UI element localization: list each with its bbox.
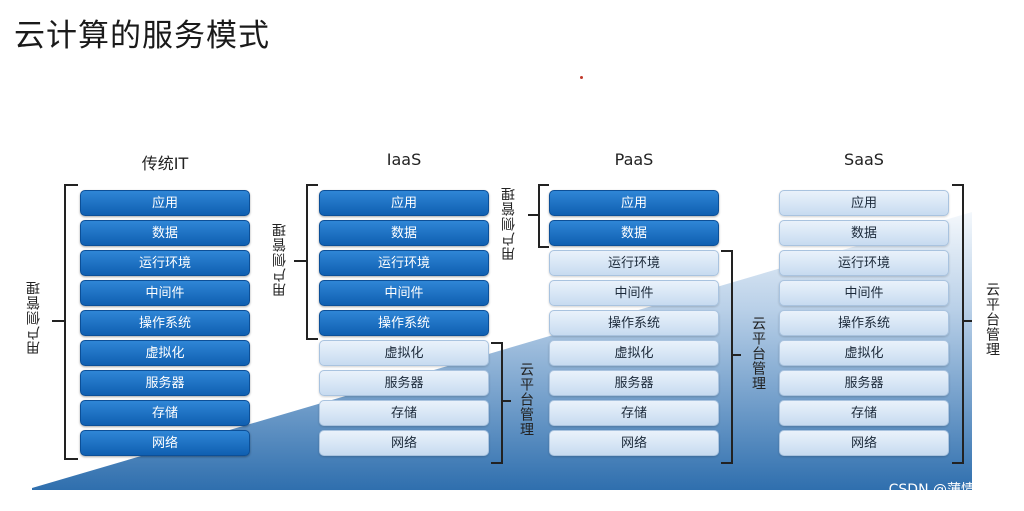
layer-servers: 服务器 (779, 370, 949, 396)
column-title-paas: PaaS (614, 150, 654, 169)
layer-network: 网络 (319, 430, 489, 456)
bracket-tick (528, 214, 538, 216)
layer-os: 操作系统 (779, 310, 949, 336)
layer-servers: 服务器 (549, 370, 719, 396)
layer-application: 应用 (549, 190, 719, 216)
page-title: 云计算的服务模式 (14, 18, 270, 54)
layer-virtualization: 虚拟化 (779, 340, 949, 366)
layer-storage: 存储 (779, 400, 949, 426)
layer-storage: 存储 (549, 400, 719, 426)
layer-os: 操作系统 (80, 310, 250, 336)
cloud-managed-label: 云平台管理 (750, 316, 766, 391)
user-managed-bracket (64, 184, 78, 460)
layer-network: 网络 (549, 430, 719, 456)
layer-os: 操作系统 (319, 310, 489, 336)
layer-network: 网络 (80, 430, 250, 456)
cloud-managed-label: 云平台管理 (518, 362, 534, 437)
column-title-traditional-it: 传统IT (141, 154, 189, 173)
layer-data: 数据 (549, 220, 719, 246)
bracket-tick (501, 400, 511, 402)
cloud-managed-bracket (721, 250, 733, 464)
layer-network: 网络 (779, 430, 949, 456)
cloud-managed-label: 云平台管理 (984, 282, 1000, 357)
layer-runtime: 运行环境 (549, 250, 719, 276)
bracket-tick (294, 260, 306, 262)
layer-os: 操作系统 (549, 310, 719, 336)
layer-servers: 服务器 (319, 370, 489, 396)
cloud-managed-bracket (491, 342, 503, 464)
layer-runtime: 运行环境 (80, 250, 250, 276)
cloud-managed-bracket (952, 184, 964, 464)
user-managed-bracket (306, 184, 318, 340)
bracket-tick (52, 320, 64, 322)
bracket-tick (731, 354, 741, 356)
bracket-tick (962, 320, 972, 322)
layer-virtualization: 虚拟化 (549, 340, 719, 366)
user-managed-label: 用户侧管理 (272, 222, 288, 297)
layer-runtime: 运行环境 (319, 250, 489, 276)
user-managed-label: 用户侧管理 (26, 280, 42, 355)
layer-middleware: 中间件 (80, 280, 250, 306)
layer-storage: 存储 (319, 400, 489, 426)
layer-storage: 存储 (80, 400, 250, 426)
layer-data: 数据 (80, 220, 250, 246)
layer-runtime: 运行环境 (779, 250, 949, 276)
layer-application: 应用 (80, 190, 250, 216)
user-managed-bracket (538, 184, 549, 248)
user-managed-label: 用户侧管理 (501, 186, 517, 261)
layer-data: 数据 (779, 220, 949, 246)
layer-data: 数据 (319, 220, 489, 246)
column-title-iaas: IaaS (386, 150, 422, 169)
layer-application: 应用 (319, 190, 489, 216)
layer-middleware: 中间件 (779, 280, 949, 306)
layer-middleware: 中间件 (319, 280, 489, 306)
watermark: CSDN @薄情少年† (888, 482, 1010, 498)
column-title-saas: SaaS (844, 150, 884, 169)
decorative-dot (580, 76, 583, 79)
layer-virtualization: 虚拟化 (319, 340, 489, 366)
layer-application: 应用 (779, 190, 949, 216)
layer-virtualization: 虚拟化 (80, 340, 250, 366)
layer-middleware: 中间件 (549, 280, 719, 306)
layer-servers: 服务器 (80, 370, 250, 396)
